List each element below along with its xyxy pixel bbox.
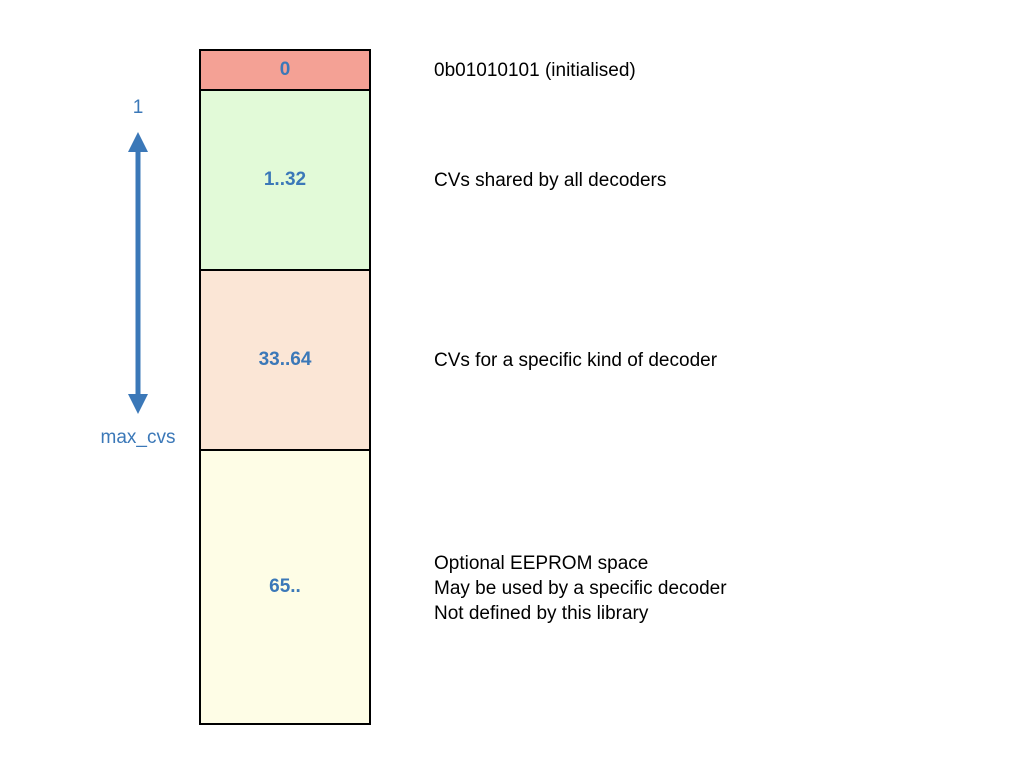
cv-block-65-plus-description-line-1: Optional EEPROM space bbox=[434, 553, 649, 574]
arrow-head-down bbox=[128, 394, 148, 414]
cv-block-1-32-description: CVs shared by all decoders bbox=[434, 170, 667, 191]
cv-memory-stack: 0 1..32 33..64 65.. bbox=[199, 49, 371, 725]
cv-block-33-64: 33..64 bbox=[199, 269, 371, 451]
cv-block-1-32: 1..32 bbox=[199, 89, 371, 271]
cv-block-0: 0 bbox=[199, 49, 371, 91]
double-arrow-icon bbox=[128, 132, 148, 414]
cv-block-33-64-label: 33..64 bbox=[258, 349, 312, 370]
cv-block-0-description: 0b01010101 (initialised) bbox=[434, 60, 636, 81]
range-bottom-label: max_cvs bbox=[100, 427, 176, 448]
arrow-head-up bbox=[128, 132, 148, 152]
cv-block-1-32-label: 1..32 bbox=[263, 169, 307, 190]
cv-block-65-plus-label: 65.. bbox=[269, 576, 301, 597]
cv-block-0-label: 0 bbox=[279, 59, 291, 80]
cv-block-65-plus: 65.. bbox=[199, 449, 371, 725]
cv-block-33-64-description: CVs for a specific kind of decoder bbox=[434, 350, 718, 371]
cv-block-65-plus-description: Optional EEPROM space May be used by a s… bbox=[434, 551, 727, 626]
cv-block-65-plus-description-line-2: May be used by a specific decoder bbox=[434, 578, 727, 599]
range-top-label: 1 bbox=[132, 97, 144, 118]
cv-block-65-plus-description-line-3: Not defined by this library bbox=[434, 603, 649, 624]
